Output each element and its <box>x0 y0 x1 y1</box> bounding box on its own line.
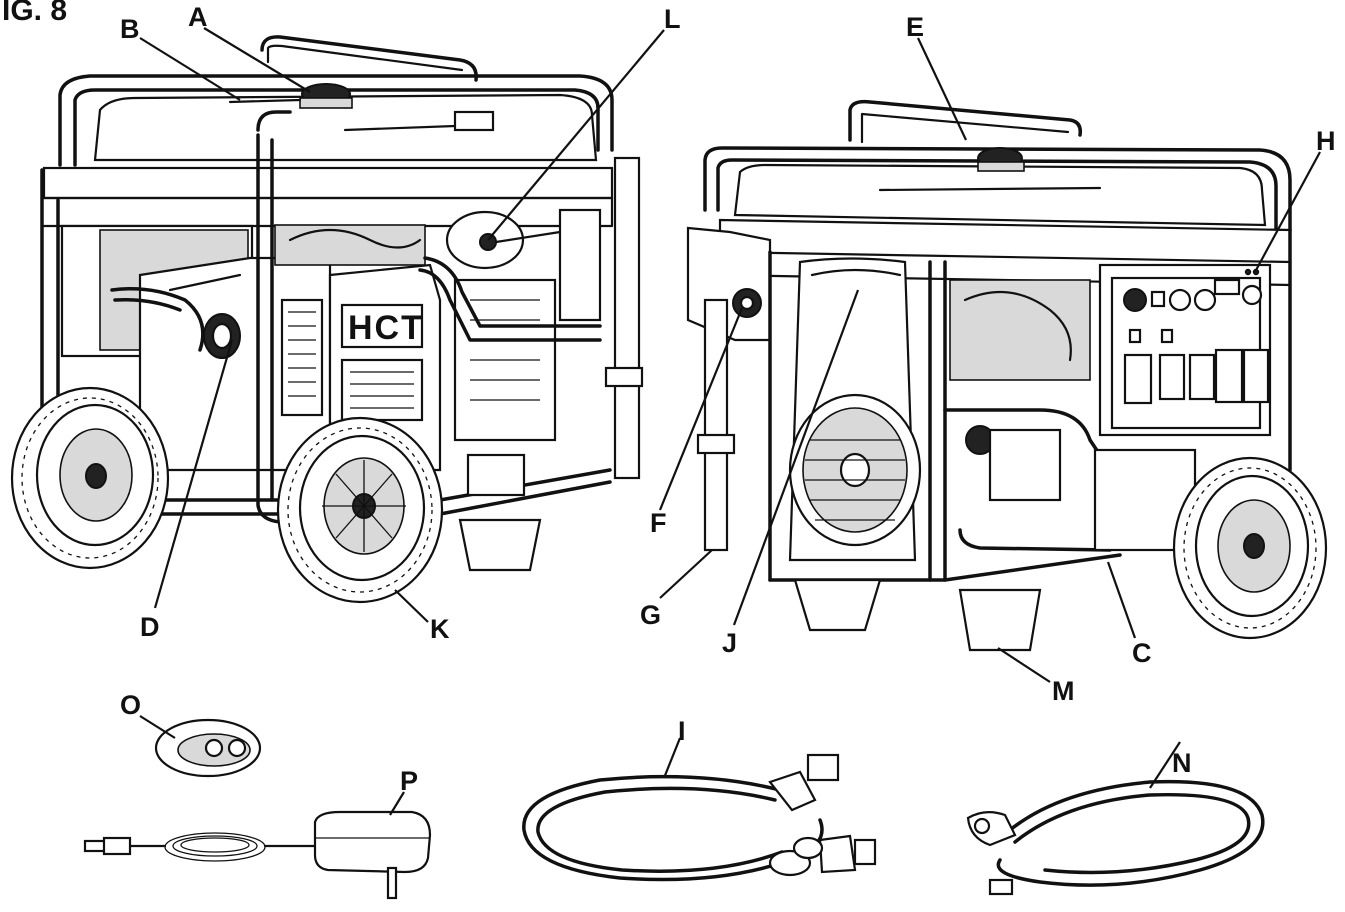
label-k: K <box>430 614 450 644</box>
callout-lines <box>139 27 1321 816</box>
label-i: I <box>678 716 686 746</box>
wheel-rear <box>1172 456 1328 640</box>
wheel-right <box>276 416 444 604</box>
propane-hose-regulator-icon <box>522 753 877 882</box>
generator-front-view: HCT <box>10 35 644 604</box>
parallel-cable-icon <box>966 779 1265 896</box>
label-f: F <box>650 508 667 538</box>
flywheel-grille <box>788 393 922 547</box>
engine-vent-grille <box>280 298 324 417</box>
label-b: B <box>120 14 140 44</box>
label-j: J <box>722 628 737 658</box>
label-d: D <box>140 612 160 642</box>
label-n: N <box>1172 748 1192 778</box>
label-g: G <box>640 600 661 630</box>
generator-rear-view <box>686 99 1328 652</box>
figure-title: IG. 8 <box>2 0 67 27</box>
label-p: P <box>400 766 418 796</box>
label-o: O <box>120 690 141 720</box>
brand-logo-text: HCT <box>348 309 424 347</box>
label-a: A <box>188 2 208 32</box>
ac-adapter-icon <box>83 810 432 900</box>
label-e: E <box>906 12 924 42</box>
label-l: L <box>664 4 681 34</box>
remote-fob-icon <box>154 718 262 778</box>
wheel-left <box>10 386 170 570</box>
label-h: H <box>1316 126 1336 156</box>
label-m: M <box>1052 676 1075 706</box>
label-c: C <box>1132 638 1152 668</box>
control-panel <box>1098 263 1272 437</box>
